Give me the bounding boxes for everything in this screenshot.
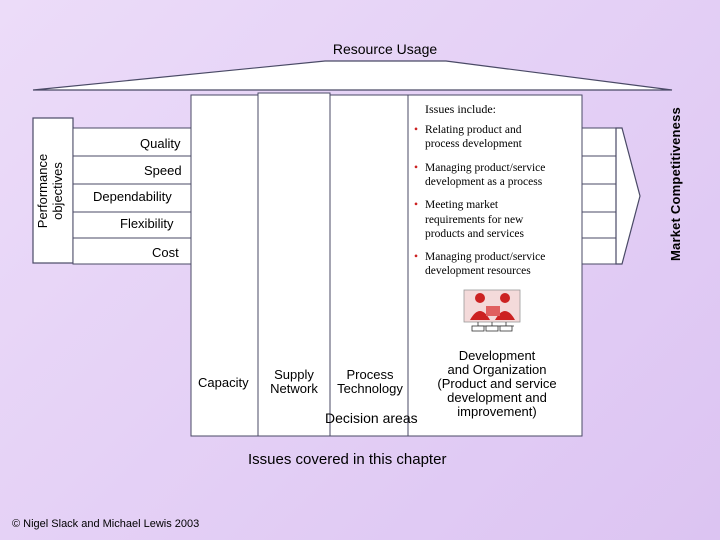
issue-item-1: • Relating product and process developmen… bbox=[414, 123, 522, 151]
decision-supply-network: Supply Network bbox=[262, 368, 326, 396]
left-axis-line1: Performance bbox=[35, 153, 50, 229]
left-axis-label: Performance objectives bbox=[35, 131, 71, 251]
issue-1-line1: Relating product and bbox=[425, 124, 522, 136]
issue-4-line2: development resources bbox=[425, 265, 531, 277]
chapter-caption: Issues covered in this chapter bbox=[248, 451, 447, 468]
right-axis-label: Market Competitiveness bbox=[668, 107, 683, 261]
issues-heading: Issues include: bbox=[425, 102, 496, 116]
issue-item-3: • Meeting market requirements for new pro… bbox=[414, 198, 524, 242]
issue-1-line2: process development bbox=[425, 138, 522, 150]
issue-item-4: • Managing product/service development re… bbox=[414, 250, 545, 278]
decision-process-technology: Process Technology bbox=[330, 368, 410, 396]
supply-network-line1: Supply bbox=[274, 367, 314, 382]
bullet: • bbox=[414, 251, 419, 263]
process-technology-line1: Process bbox=[346, 367, 394, 382]
meeting-people-icon bbox=[463, 289, 521, 332]
diagram-title: Resource Usage bbox=[332, 41, 438, 57]
bullet: • bbox=[414, 162, 419, 174]
competitiveness-arrow bbox=[615, 127, 641, 265]
development-line5: improvement) bbox=[457, 404, 537, 419]
process-technology-line2: Technology bbox=[337, 381, 403, 396]
left-axis-line2: objectives bbox=[50, 162, 65, 220]
issue-3-line2: requirements for new bbox=[425, 213, 524, 226]
objective-flexibility: Flexibility bbox=[120, 216, 174, 231]
copyright-notice: © Nigel Slack and Michael Lewis 2003 bbox=[12, 518, 200, 530]
supply-network-line2: Network bbox=[270, 381, 318, 396]
column-process-technology bbox=[329, 94, 409, 437]
decision-capacity: Capacity bbox=[198, 375, 249, 390]
development-panel bbox=[407, 94, 583, 437]
issue-3-line3: products and services bbox=[425, 228, 524, 240]
development-line4: development and bbox=[447, 390, 547, 405]
development-line1: Development bbox=[458, 348, 536, 363]
development-line2: and Organization bbox=[447, 362, 547, 377]
development-line3: (Product and service bbox=[437, 376, 557, 391]
objective-dependability: Dependability bbox=[93, 189, 172, 204]
issue-3-line1: Meeting market bbox=[425, 199, 499, 211]
objective-speed: Speed bbox=[144, 163, 182, 178]
column-capacity bbox=[190, 94, 259, 437]
issue-2-line2: development as a process bbox=[425, 176, 543, 188]
left-wall bbox=[32, 117, 74, 264]
objective-quality: Quality bbox=[140, 136, 181, 151]
bullet: • bbox=[414, 199, 419, 211]
objective-cost: Cost bbox=[152, 245, 179, 260]
issue-2-line1: Managing product/service bbox=[425, 162, 546, 174]
bullet: • bbox=[414, 124, 419, 136]
roof-shape bbox=[32, 60, 673, 91]
issue-item-2: • Managing product/service development as… bbox=[414, 161, 545, 189]
decision-areas-label: Decision areas bbox=[325, 410, 418, 426]
issue-4-line1: Managing product/service bbox=[425, 251, 546, 263]
decision-development: Development and Organization (Product an… bbox=[416, 349, 578, 419]
